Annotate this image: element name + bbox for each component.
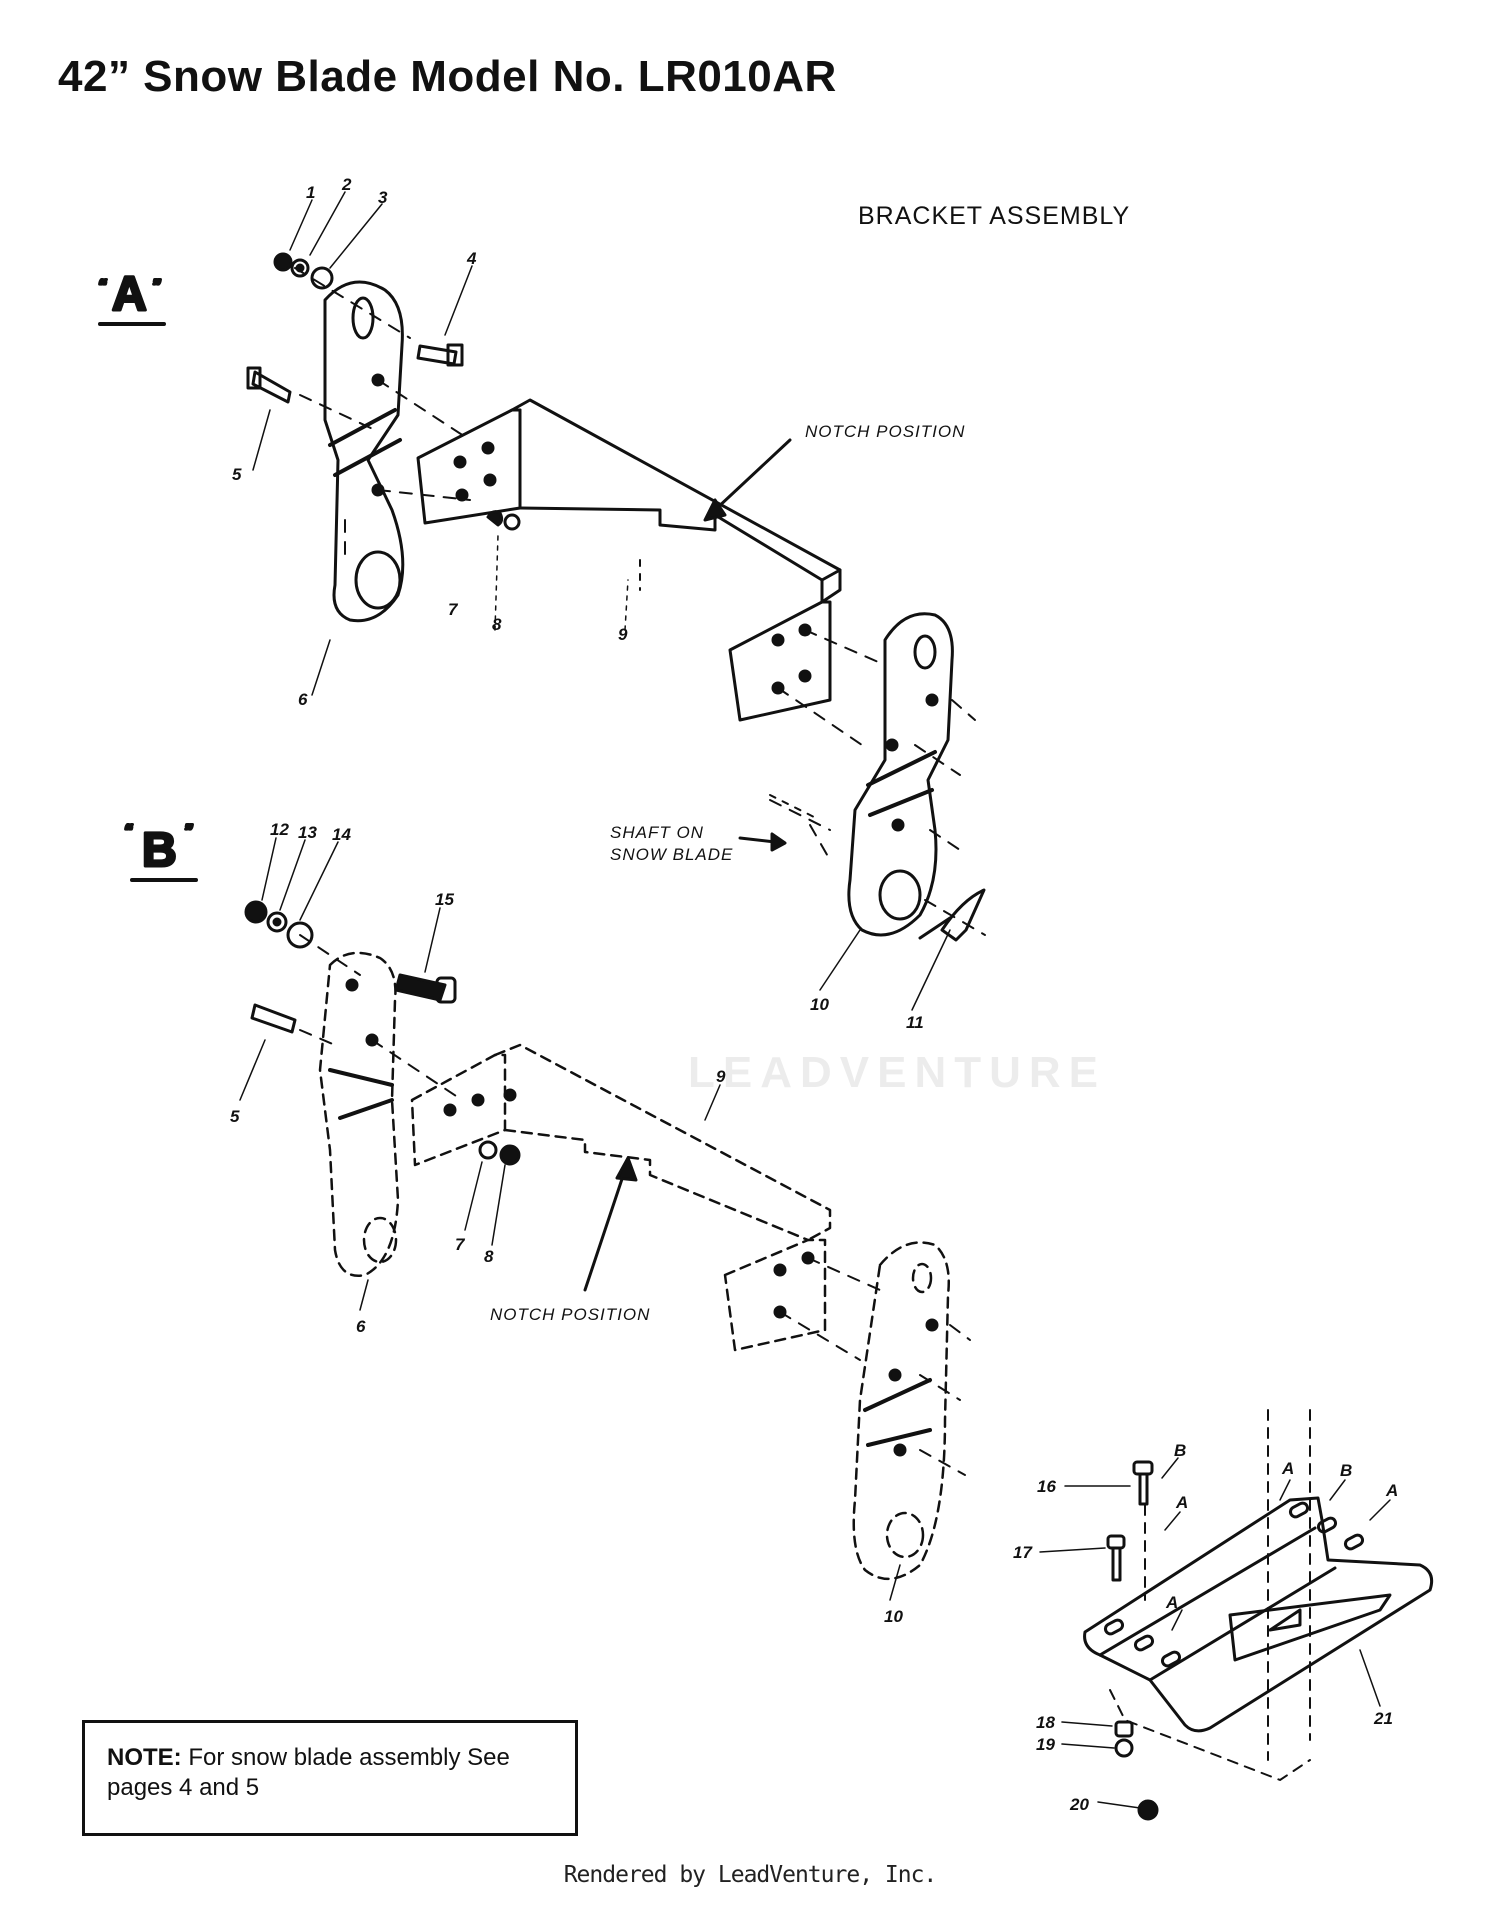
mounting-plate-dashed [1109,1409,1311,1781]
hole-letter-a-1: A [1175,1493,1188,1512]
right-arm-b [852,1241,950,1581]
hole-letter-b-2: B [1340,1461,1352,1480]
view-a-quote-open: “ [98,276,107,295]
view-a-label: “ A ” [97,267,166,326]
hole-letter-a-3: A [1385,1481,1398,1500]
note-line1: For snow blade assembly See [188,1744,510,1771]
hole-letter-a-4: A [1165,1593,1178,1612]
left-arm-b [318,951,400,1277]
shaft-callout-line2: SNOW BLADE [610,845,733,864]
part-label-8: 8 [492,615,502,634]
main-bracket-b-details [443,1088,815,1319]
mounting-plate [1083,1496,1434,1733]
shaft-arrow [738,794,821,852]
page-title: 42” Snow Blade Model No. LR010AR [58,52,837,101]
view-b-quote-open: “ [124,821,133,840]
notch-position-callout-a: NOTCH POSITION [805,422,965,441]
part-label-14: 14 [332,825,351,844]
part-label-19: 19 [1036,1735,1055,1754]
view-a-quote-close: ” [152,276,161,295]
notch-arrow-b [583,1156,638,1292]
leader-lines-a [252,191,951,1011]
section-heading: BRACKET ASSEMBLY [858,202,1131,230]
assembly-lines-a [294,267,986,936]
part-labels-a: 1 2 3 4 5 6 7 8 9 10 11 [232,175,924,1032]
part-label-16: 16 [1037,1477,1056,1496]
hardware-a [246,252,986,942]
part-label-18: 18 [1036,1713,1055,1732]
part-label-8-b: 8 [484,1247,494,1266]
part-labels-b: 12 13 14 15 5 7 8 6 9 10 [230,820,903,1626]
part-label-4: 4 [466,249,477,268]
right-arm-b-details [863,1318,939,1457]
hole-letters: B A A B A A [1165,1441,1398,1612]
note-line2: pages 4 and 5 [107,1774,260,1801]
part-label-17: 17 [1013,1543,1033,1562]
part-labels-plate: 16 17 18 19 20 21 [1013,1477,1393,1814]
leader-lines-b [239,837,901,1601]
left-arm-b-details [328,978,394,1120]
part-label-10: 10 [810,995,829,1014]
part-label-15: 15 [435,890,454,909]
footer-credit: Rendered by LeadVenture, Inc. [563,1862,938,1888]
hardware-b [244,900,521,1166]
view-b-letter: B [142,824,177,877]
part-label-9: 9 [618,625,628,644]
part-label-21: 21 [1373,1709,1393,1728]
part-label-5: 5 [232,465,242,484]
part-label-11: 11 [906,1013,924,1032]
part-label-20: 20 [1069,1795,1089,1814]
part-label-3: 3 [378,188,388,207]
right-arm-a [847,612,954,937]
part-label-9-b: 9 [716,1067,726,1086]
left-arm-a [323,280,405,623]
part-label-2: 2 [341,175,352,194]
view-b-label: “ B ” [123,820,198,882]
assembly-lines-b [299,934,971,1476]
part-label-6-b: 6 [356,1317,366,1336]
hole-letter-b-1: B [1174,1441,1186,1460]
part-label-6: 6 [298,690,308,709]
part-label-12: 12 [270,820,289,839]
plate-leader-lines [1039,1457,1391,1809]
notch-arrow-a [703,438,792,522]
notch-position-callout-b: NOTCH POSITION [490,1305,650,1324]
part-label-5-b: 5 [230,1107,240,1126]
view-b-quote-close: ” [184,821,193,840]
plate-hardware [1106,1460,1159,1821]
note-box: NOTE: For snow blade assembly See pages … [82,1720,578,1836]
part-label-7-b: 7 [455,1235,466,1254]
shaft-callout-line1: SHAFT ON [610,823,704,842]
part-label-13: 13 [298,823,317,842]
view-a-letter: A [112,268,147,321]
part-label-10-b: 10 [884,1607,903,1626]
part-label-7: 7 [448,600,459,619]
part-label-1: 1 [306,183,315,202]
hole-letter-a-2: A [1281,1459,1294,1478]
note-label: NOTE: [107,1744,182,1771]
main-bracket-a [416,398,842,722]
watermark: LEADVENTURE [688,1048,1107,1097]
